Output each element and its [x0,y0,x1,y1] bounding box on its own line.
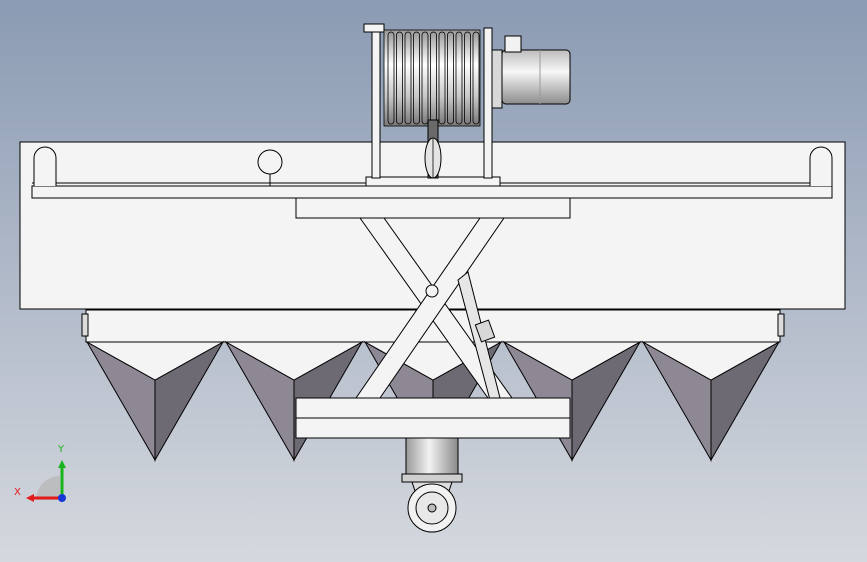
coil-ring [404,31,412,125]
coordinate-triad [26,460,66,502]
hopper-cone[interactable] [641,340,781,462]
coil-ring [413,31,420,125]
winch-drum-coil[interactable] [383,29,481,127]
rail-bar[interactable] [31,185,833,199]
coil-ring [421,31,429,125]
hopper-cone[interactable] [85,340,225,462]
castor-wheel-assembly[interactable] [401,437,463,533]
coil-ring [396,31,403,125]
coil-ring [438,31,446,125]
rail-end-left[interactable] [33,146,57,186]
lower-frame-left-cap [81,313,89,337]
coil-ring [464,31,471,125]
winch-motor[interactable] [491,35,571,109]
triad-x-label: X [14,487,21,498]
lift-top-platform[interactable] [295,197,571,219]
rail-end-right[interactable] [809,146,833,186]
coil-ring [430,31,437,125]
scissor-pivot[interactable] [425,284,439,298]
coil-ring [455,31,463,125]
trolley-wheel[interactable] [257,149,283,175]
lift-base-top[interactable] [295,397,571,419]
lower-frame-right-cap [777,313,785,337]
triad-y-label: Y [58,444,65,455]
lift-base-bottom[interactable] [295,417,571,439]
coil-ring [387,31,395,125]
coil-ring [472,31,480,125]
coil-ring [447,31,454,125]
winch-pulley[interactable] [424,119,442,179]
